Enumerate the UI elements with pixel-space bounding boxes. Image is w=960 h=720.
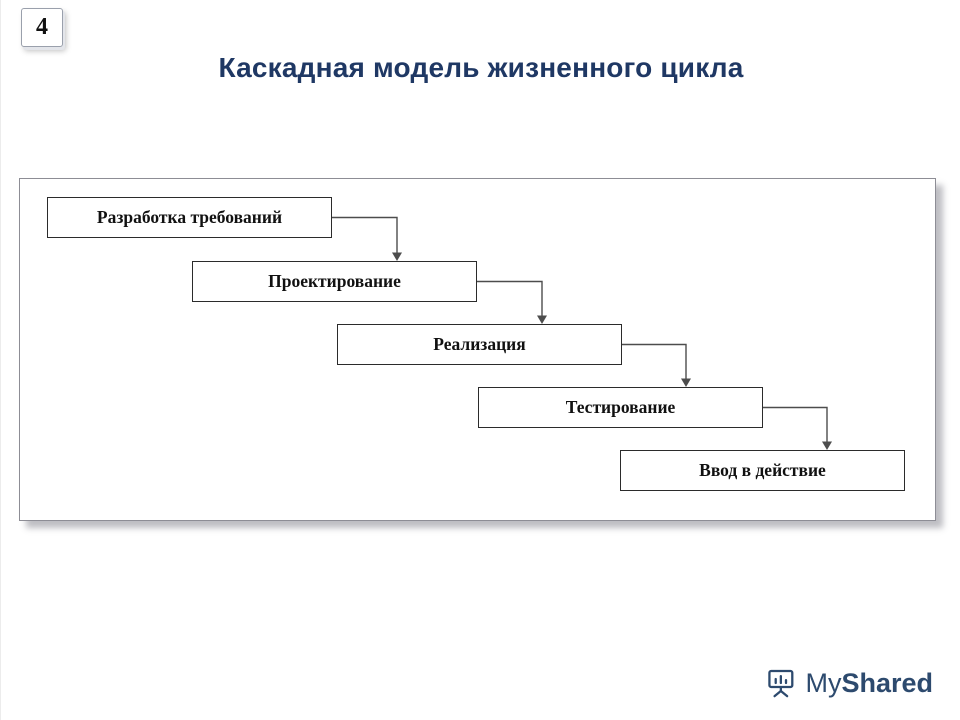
stage-label: Разработка требований bbox=[96, 207, 283, 227]
logo-text-my: My bbox=[805, 667, 842, 698]
stage-label: Тестирование bbox=[565, 397, 676, 417]
projector-screen-icon bbox=[768, 669, 794, 698]
stage-box-requirements: Разработка требований bbox=[47, 197, 332, 238]
page-title: Каскадная модель жизненного цикла bbox=[218, 52, 744, 83]
diagram-panel: Разработка требований Проектирование Реа… bbox=[19, 178, 936, 521]
flow-arrows bbox=[332, 216, 832, 450]
stage-label: Ввод в действие bbox=[699, 460, 826, 480]
stage-box-design: Проектирование bbox=[192, 261, 477, 302]
stage-box-testing: Тестирование bbox=[478, 387, 763, 428]
slide-number-badge: 4 bbox=[21, 8, 63, 47]
logo-text: MyShared bbox=[805, 667, 933, 698]
stage-box-implementation: Реализация bbox=[337, 324, 622, 365]
stage-box-deployment: Ввод в действие bbox=[620, 450, 905, 491]
logo-text-shared: Shared bbox=[841, 667, 933, 698]
slide-number: 4 bbox=[36, 14, 48, 40]
arrow-heads bbox=[392, 252, 832, 450]
arrow-lines bbox=[332, 216, 828, 442]
myshared-logo[interactable]: MyShared bbox=[766, 668, 933, 698]
stage-label: Проектирование bbox=[268, 271, 401, 291]
stage-label: Реализация bbox=[433, 334, 526, 354]
